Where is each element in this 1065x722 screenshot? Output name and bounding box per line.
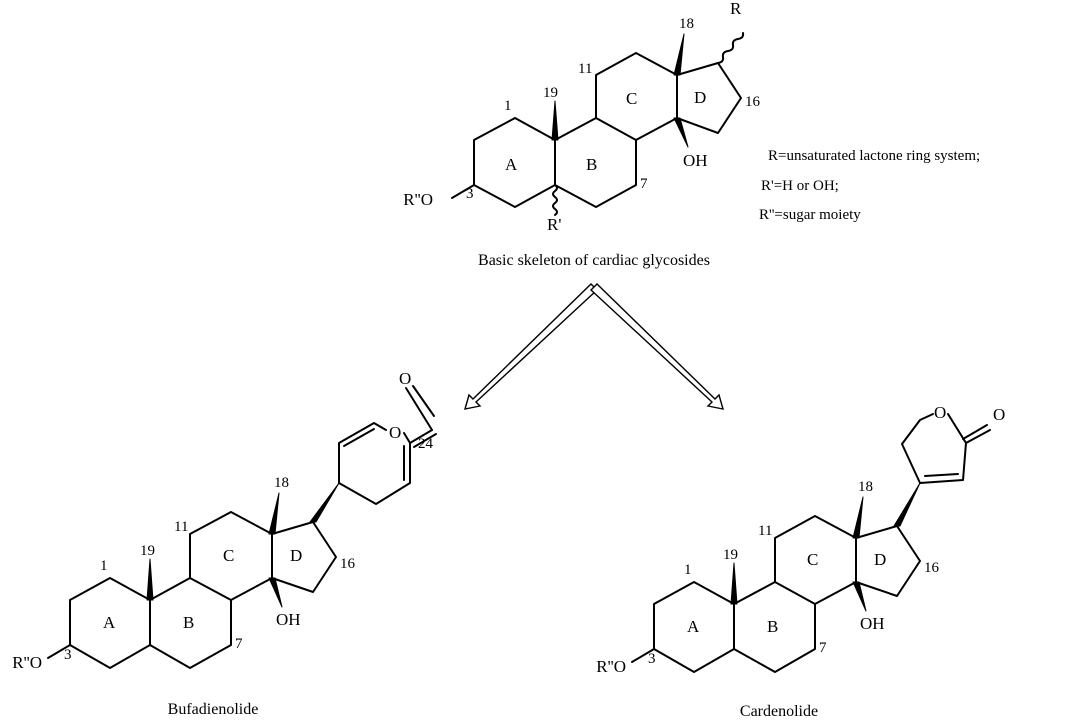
bufa-r-dprime-o: R''O [12, 653, 42, 672]
card-ring-label-c: C [807, 550, 818, 569]
skeleton-methyl-19-wedge [551, 100, 559, 141]
card-number-7: 7 [819, 640, 827, 656]
skeleton-oh-wedge [673, 117, 689, 148]
skeleton-ring-label-c: C [626, 89, 637, 108]
card-oh: OH [860, 614, 885, 633]
skeleton-number-16: 16 [745, 94, 761, 110]
skeleton-r-prime: R' [547, 215, 561, 234]
skeleton-labels: R''O 3 1 19 11 18 R 16 OH 7 R' A B C D R… [403, 0, 980, 269]
card-number-16: 16 [924, 560, 940, 576]
skeleton-ring-label-a: A [505, 155, 518, 174]
skeleton-number-7: 7 [640, 176, 648, 192]
bufa-ring-label-c: C [223, 546, 234, 565]
bufa-number-11: 11 [174, 519, 188, 535]
bufa-number-16: 16 [340, 556, 356, 572]
bufa-caption: Bufadienolide [168, 701, 259, 718]
card-number-1: 1 [684, 562, 692, 578]
bufa-number-24: 24 [418, 436, 434, 452]
bufa-ring-d [271, 521, 337, 593]
card-ring-label-d: D [874, 550, 886, 569]
card-lactone-ring [901, 413, 967, 484]
skeleton-caption: Basic skeleton of cardiac glycosides [478, 252, 710, 269]
card-ring-label-a: A [687, 617, 700, 636]
skeleton-number-19: 19 [543, 85, 558, 101]
bufa-number-1: 1 [100, 558, 108, 574]
bufa-ring-oxygen: O [389, 423, 401, 442]
bufa-number-3: 3 [64, 647, 72, 663]
card-ring-oxygen: O [934, 403, 946, 422]
cardenolide-structure [631, 413, 991, 673]
card-carbonyl-oxygen: O [993, 405, 1005, 424]
card-caption: Cardenolide [740, 703, 818, 720]
skeleton-r-dprime-o: R''O [403, 190, 433, 209]
legend-line-r-dprime: R''=sugar moiety [759, 207, 861, 223]
bufa-ring-b [149, 577, 232, 669]
card-ring-c [774, 515, 857, 605]
card-number-18: 18 [858, 479, 873, 495]
bufa-number-7: 7 [235, 636, 243, 652]
card-c17-wedge [893, 482, 921, 527]
card-number-11: 11 [758, 523, 772, 539]
bufa-carbonyl-oxygen: O [399, 369, 411, 388]
bufadienolide-labels: R''O 3 1 19 11 18 16 OH 7 O O 24 A B C D… [12, 369, 433, 718]
skeleton-ring-label-b: B [586, 155, 597, 174]
bufa-lactone-ring [338, 422, 411, 505]
skeleton-ring-d [676, 62, 742, 134]
bufa-c17-wedge [309, 482, 340, 523]
bufadienolide-structure [47, 385, 437, 669]
arrow-to-cardenolide [589, 283, 724, 410]
card-ring-d [855, 525, 921, 597]
card-r-dprime-o: R''O [596, 657, 626, 676]
skeleton-structure [451, 32, 745, 216]
legend-line-r-prime: R'=H or OH; [761, 178, 839, 194]
arrow-to-bufadienolide [464, 283, 599, 410]
cardenolide-labels: R''O 3 1 19 11 18 16 OH 7 O O A B C D Ca… [596, 403, 1005, 720]
card-ring-b [733, 581, 816, 673]
branch-arrows [464, 283, 724, 410]
skeleton-ring-c [595, 52, 678, 141]
skeleton-number-11: 11 [578, 61, 592, 77]
skeleton-oh: OH [683, 151, 708, 170]
card-number-19: 19 [723, 547, 738, 563]
skeleton-r-prime-wavy-bond [552, 184, 558, 216]
bufa-ring-c [189, 511, 273, 601]
bufa-ring-label-b: B [183, 613, 194, 632]
skeleton-r-label: R [730, 0, 742, 18]
skeleton-number-3: 3 [466, 186, 474, 202]
bufa-number-18: 18 [274, 475, 289, 491]
skeleton-number-1: 1 [504, 98, 512, 114]
skeleton-r-wavy-bond [717, 32, 745, 64]
bufa-oh: OH [276, 610, 301, 629]
skeleton-methyl-18-wedge [673, 33, 685, 76]
card-number-3: 3 [648, 651, 656, 667]
bufa-ring-label-d: D [290, 546, 302, 565]
skeleton-ring-label-d: D [694, 88, 706, 107]
skeleton-number-18: 18 [679, 16, 694, 32]
bufa-number-19: 19 [140, 543, 155, 559]
bufa-ring-label-a: A [103, 613, 116, 632]
card-ring-label-b: B [767, 617, 778, 636]
skeleton-ring-b [554, 117, 637, 208]
legend-line-r: R=unsaturated lactone ring system; [768, 148, 980, 164]
